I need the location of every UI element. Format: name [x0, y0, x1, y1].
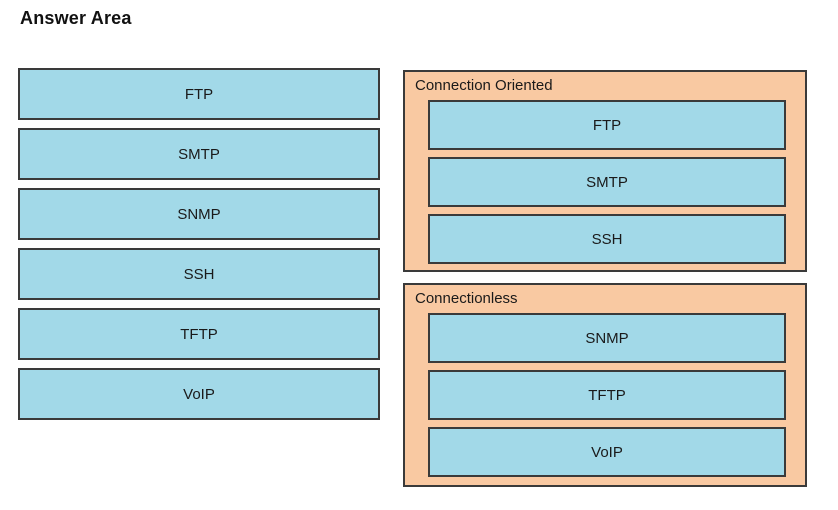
drop-item-snmp[interactable]: SNMP [428, 313, 786, 363]
drag-item-ssh[interactable]: SSH [18, 248, 380, 300]
drag-item-ftp[interactable]: FTP [18, 68, 380, 120]
group-connection-oriented-label: Connection Oriented [415, 77, 553, 94]
drag-item-voip[interactable]: VoIP [18, 368, 380, 420]
drop-item-tftp[interactable]: TFTP [428, 370, 786, 420]
source-list: FTP SMTP SNMP SSH TFTP VoIP [18, 68, 380, 428]
drop-item-voip[interactable]: VoIP [428, 427, 786, 477]
group-connectionless[interactable]: Connectionless SNMP TFTP VoIP [403, 283, 807, 487]
drag-item-tftp[interactable]: TFTP [18, 308, 380, 360]
group-connectionless-label: Connectionless [415, 290, 518, 307]
drag-item-snmp[interactable]: SNMP [18, 188, 380, 240]
page-title: Answer Area [20, 8, 132, 28]
group-connection-oriented[interactable]: Connection Oriented FTP SMTP SSH [403, 70, 807, 272]
drop-item-ssh[interactable]: SSH [428, 214, 786, 264]
drop-item-ftp[interactable]: FTP [428, 100, 786, 150]
drag-item-smtp[interactable]: SMTP [18, 128, 380, 180]
drop-item-smtp[interactable]: SMTP [428, 157, 786, 207]
